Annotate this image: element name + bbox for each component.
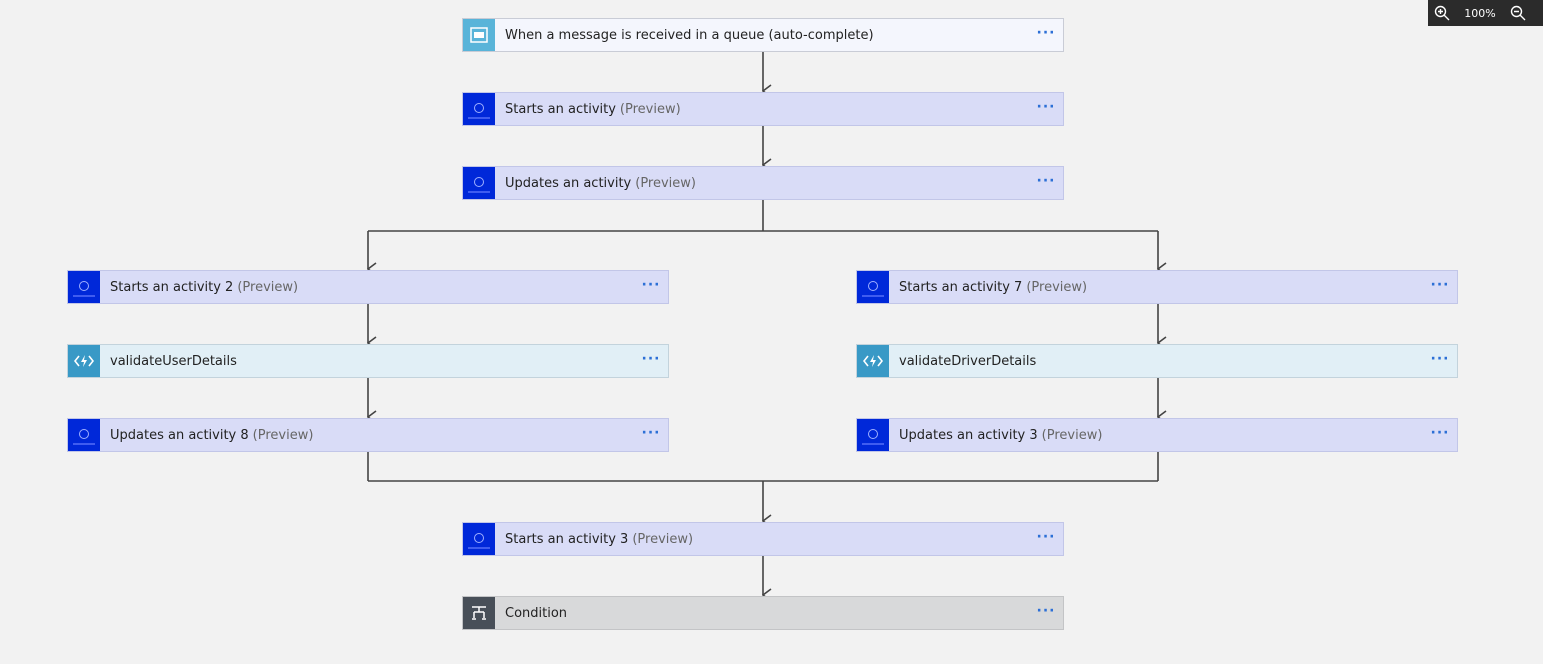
step-title: validateDriverDetails bbox=[899, 353, 1037, 369]
step-title: validateUserDetails bbox=[110, 353, 237, 369]
step-title: Starts an activity 7(Preview) bbox=[899, 279, 1088, 295]
more-options-button[interactable]: ··· bbox=[1036, 529, 1056, 545]
step-updates-an-activity-3[interactable]: Updates an activity 3(Preview) ··· bbox=[856, 418, 1458, 452]
step-starts-an-activity[interactable]: Starts an activity(Preview) ··· bbox=[462, 92, 1064, 126]
zoom-out-button[interactable] bbox=[1504, 0, 1532, 26]
step-updates-an-activity-8[interactable]: Updates an activity 8(Preview) ··· bbox=[67, 418, 669, 452]
azure-function-icon bbox=[68, 345, 100, 377]
more-options-button[interactable]: ··· bbox=[1430, 425, 1450, 441]
step-validate-user-details[interactable]: validateUserDetails ··· bbox=[67, 344, 669, 378]
more-options-button[interactable]: ··· bbox=[1430, 351, 1450, 367]
media-services-icon bbox=[68, 419, 100, 451]
more-options-button[interactable]: ··· bbox=[641, 425, 661, 441]
step-condition[interactable]: Condition ··· bbox=[462, 596, 1064, 630]
step-starts-an-activity-2[interactable]: Starts an activity 2(Preview) ··· bbox=[67, 270, 669, 304]
media-services-icon bbox=[857, 271, 889, 303]
step-starts-an-activity-7[interactable]: Starts an activity 7(Preview) ··· bbox=[856, 270, 1458, 304]
more-options-button[interactable]: ··· bbox=[1036, 99, 1056, 115]
more-options-button[interactable]: ··· bbox=[1036, 173, 1056, 189]
zoom-out-icon bbox=[1510, 5, 1526, 21]
step-trigger-queue-message[interactable]: When a message is received in a queue (a… bbox=[462, 18, 1064, 52]
service-bus-icon bbox=[463, 19, 495, 51]
step-title: Starts an activity(Preview) bbox=[505, 101, 681, 117]
media-services-icon bbox=[68, 271, 100, 303]
step-title: Updates an activity(Preview) bbox=[505, 175, 696, 191]
step-updates-an-activity[interactable]: Updates an activity(Preview) ··· bbox=[462, 166, 1064, 200]
step-title: Condition bbox=[505, 605, 568, 621]
step-title: Updates an activity 8(Preview) bbox=[110, 427, 314, 443]
more-options-button[interactable]: ··· bbox=[641, 277, 661, 293]
azure-function-icon bbox=[857, 345, 889, 377]
more-options-button[interactable]: ··· bbox=[1036, 25, 1056, 41]
step-title: When a message is received in a queue (a… bbox=[505, 27, 874, 43]
more-options-button[interactable]: ··· bbox=[641, 351, 661, 367]
step-title: Starts an activity 3(Preview) bbox=[505, 531, 694, 547]
media-services-icon bbox=[463, 167, 495, 199]
zoom-in-icon bbox=[1434, 5, 1450, 21]
more-options-button[interactable]: ··· bbox=[1430, 277, 1450, 293]
more-options-button[interactable]: ··· bbox=[1036, 603, 1056, 619]
media-services-icon bbox=[857, 419, 889, 451]
step-validate-driver-details[interactable]: validateDriverDetails ··· bbox=[856, 344, 1458, 378]
zoom-in-button[interactable] bbox=[1428, 0, 1456, 26]
condition-icon bbox=[463, 597, 495, 629]
zoom-control: 100% bbox=[1428, 0, 1543, 26]
media-services-icon bbox=[463, 93, 495, 125]
step-title: Updates an activity 3(Preview) bbox=[899, 427, 1103, 443]
media-services-icon bbox=[463, 523, 495, 555]
step-title: Starts an activity 2(Preview) bbox=[110, 279, 299, 295]
zoom-level: 100% bbox=[1464, 6, 1496, 20]
step-starts-an-activity-3[interactable]: Starts an activity 3(Preview) ··· bbox=[462, 522, 1064, 556]
